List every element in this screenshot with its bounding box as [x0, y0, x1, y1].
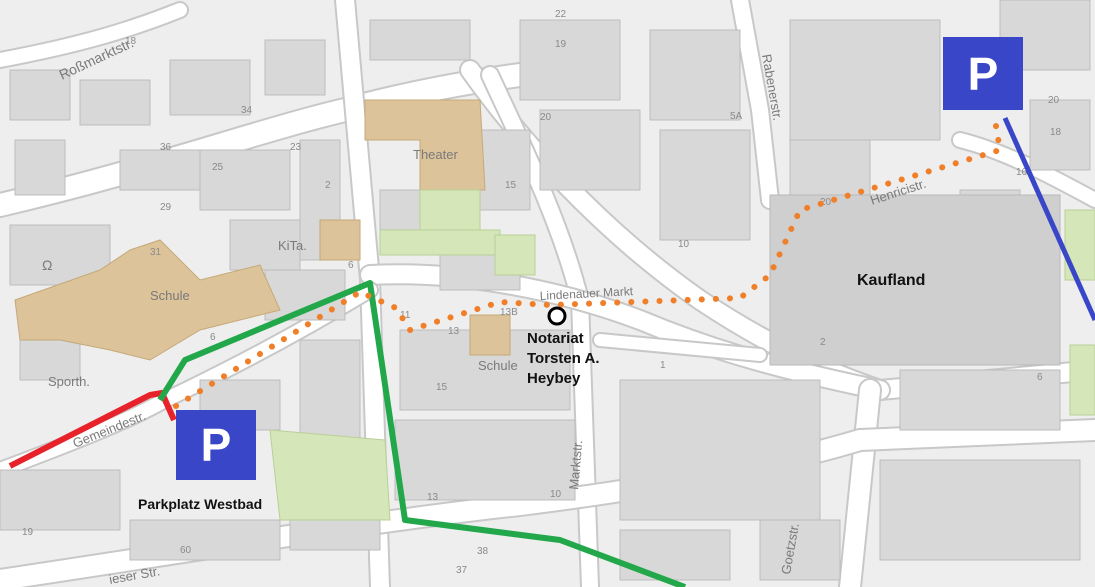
svg-text:15: 15 [436, 382, 448, 393]
svg-text:20: 20 [1048, 95, 1060, 106]
svg-text:5A: 5A [730, 111, 743, 122]
svg-text:22: 22 [555, 9, 567, 20]
destination-line-2: Torsten A. [527, 350, 600, 367]
destination-marker-icon[interactable] [547, 306, 567, 326]
svg-text:25: 25 [212, 162, 224, 173]
svg-text:6: 6 [348, 260, 354, 271]
destination-line-1: Notariat [527, 330, 584, 347]
green-areas [269, 189, 1095, 521]
public-buildings [14, 99, 511, 361]
svg-text:2: 2 [820, 337, 826, 348]
label-theater: Theater [413, 147, 458, 162]
label-sporth: Sporth. [48, 374, 90, 389]
svg-text:13: 13 [427, 492, 439, 503]
route-green [157, 280, 687, 587]
destination-line-3: Heybey [527, 370, 581, 387]
route-blue [1002, 116, 1095, 322]
route-red [8, 390, 177, 469]
destination-label: Notariat Torsten A. Heybey [527, 329, 600, 389]
svg-text:18: 18 [1050, 127, 1062, 138]
svg-text:2: 2 [325, 180, 331, 191]
parking-sign-westbad[interactable]: P [176, 410, 256, 480]
label-kita: KiTa. [278, 238, 307, 253]
svg-text:23: 23 [290, 142, 302, 153]
svg-text:36: 36 [160, 142, 172, 153]
route-orange-dotted [173, 117, 1004, 409]
svg-text:19: 19 [22, 527, 34, 538]
svg-text:15: 15 [505, 180, 517, 191]
svg-text:6: 6 [1037, 372, 1043, 383]
svg-text:38: 38 [477, 546, 489, 557]
svg-text:1: 1 [660, 360, 666, 371]
svg-text:31: 31 [150, 247, 162, 258]
svg-text:10: 10 [678, 239, 690, 250]
omega-icon: Ω [42, 257, 52, 273]
label-schule-1: Schule [150, 288, 190, 303]
place-labels: Theater KiTa. Schule Schule Sporth. Ω Ka… [42, 147, 925, 389]
svg-text:16: 16 [1016, 167, 1028, 178]
parking-sign-northeast[interactable]: P [943, 37, 1023, 110]
svg-text:13B: 13B [500, 307, 518, 318]
svg-text:60: 60 [180, 545, 192, 556]
svg-text:10: 10 [550, 489, 562, 500]
svg-text:6: 6 [210, 332, 216, 343]
label-schule-2: Schule [478, 358, 518, 373]
svg-text:34: 34 [241, 105, 253, 116]
house-numbers: 18 34 36 23 25 29 31 6 2 6 11 13 13B 19 … [22, 9, 1062, 576]
svg-text:18: 18 [125, 36, 137, 47]
svg-text:29: 29 [160, 202, 172, 213]
svg-text:20: 20 [540, 112, 552, 123]
svg-text:11: 11 [400, 310, 411, 321]
svg-text:19: 19 [555, 39, 567, 50]
svg-text:37: 37 [456, 565, 468, 576]
label-kaufland: Kaufland [857, 272, 925, 289]
svg-text:13: 13 [448, 326, 460, 337]
svg-text:20: 20 [820, 197, 832, 208]
parking-label-westbad: Parkplatz Westbad [138, 496, 263, 512]
label-linden: Lindenauer Markt [539, 284, 634, 303]
label-markt: Marktstr. [566, 439, 585, 490]
